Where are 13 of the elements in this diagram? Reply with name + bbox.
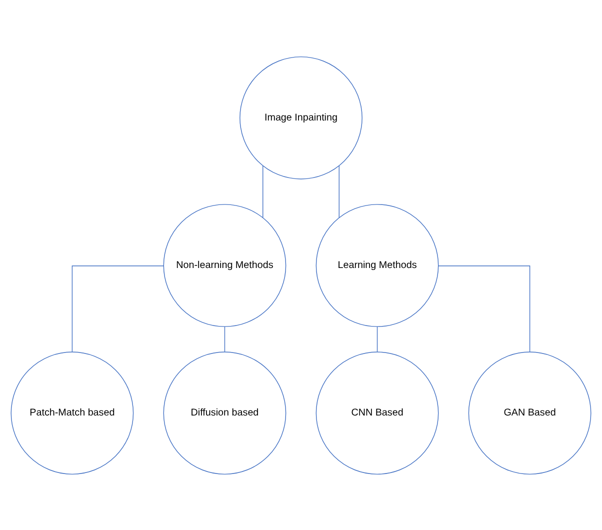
- node-circle: Patch-Match based: [10, 351, 134, 474]
- connector: [224, 326, 226, 352]
- node-circle: Non-learning Methods: [163, 204, 286, 326]
- node-circle: CNN Based: [316, 351, 439, 474]
- connector: [338, 164, 340, 218]
- node-circle: GAN Based: [468, 351, 592, 474]
- connector: [376, 326, 378, 352]
- connector: [438, 265, 530, 352]
- node-circle: Learning Methods: [316, 204, 439, 326]
- node-circle: Image Inpainting: [240, 56, 362, 179]
- node-circle: Diffusion based: [163, 351, 286, 474]
- connector: [72, 265, 164, 352]
- connector: [262, 164, 264, 218]
